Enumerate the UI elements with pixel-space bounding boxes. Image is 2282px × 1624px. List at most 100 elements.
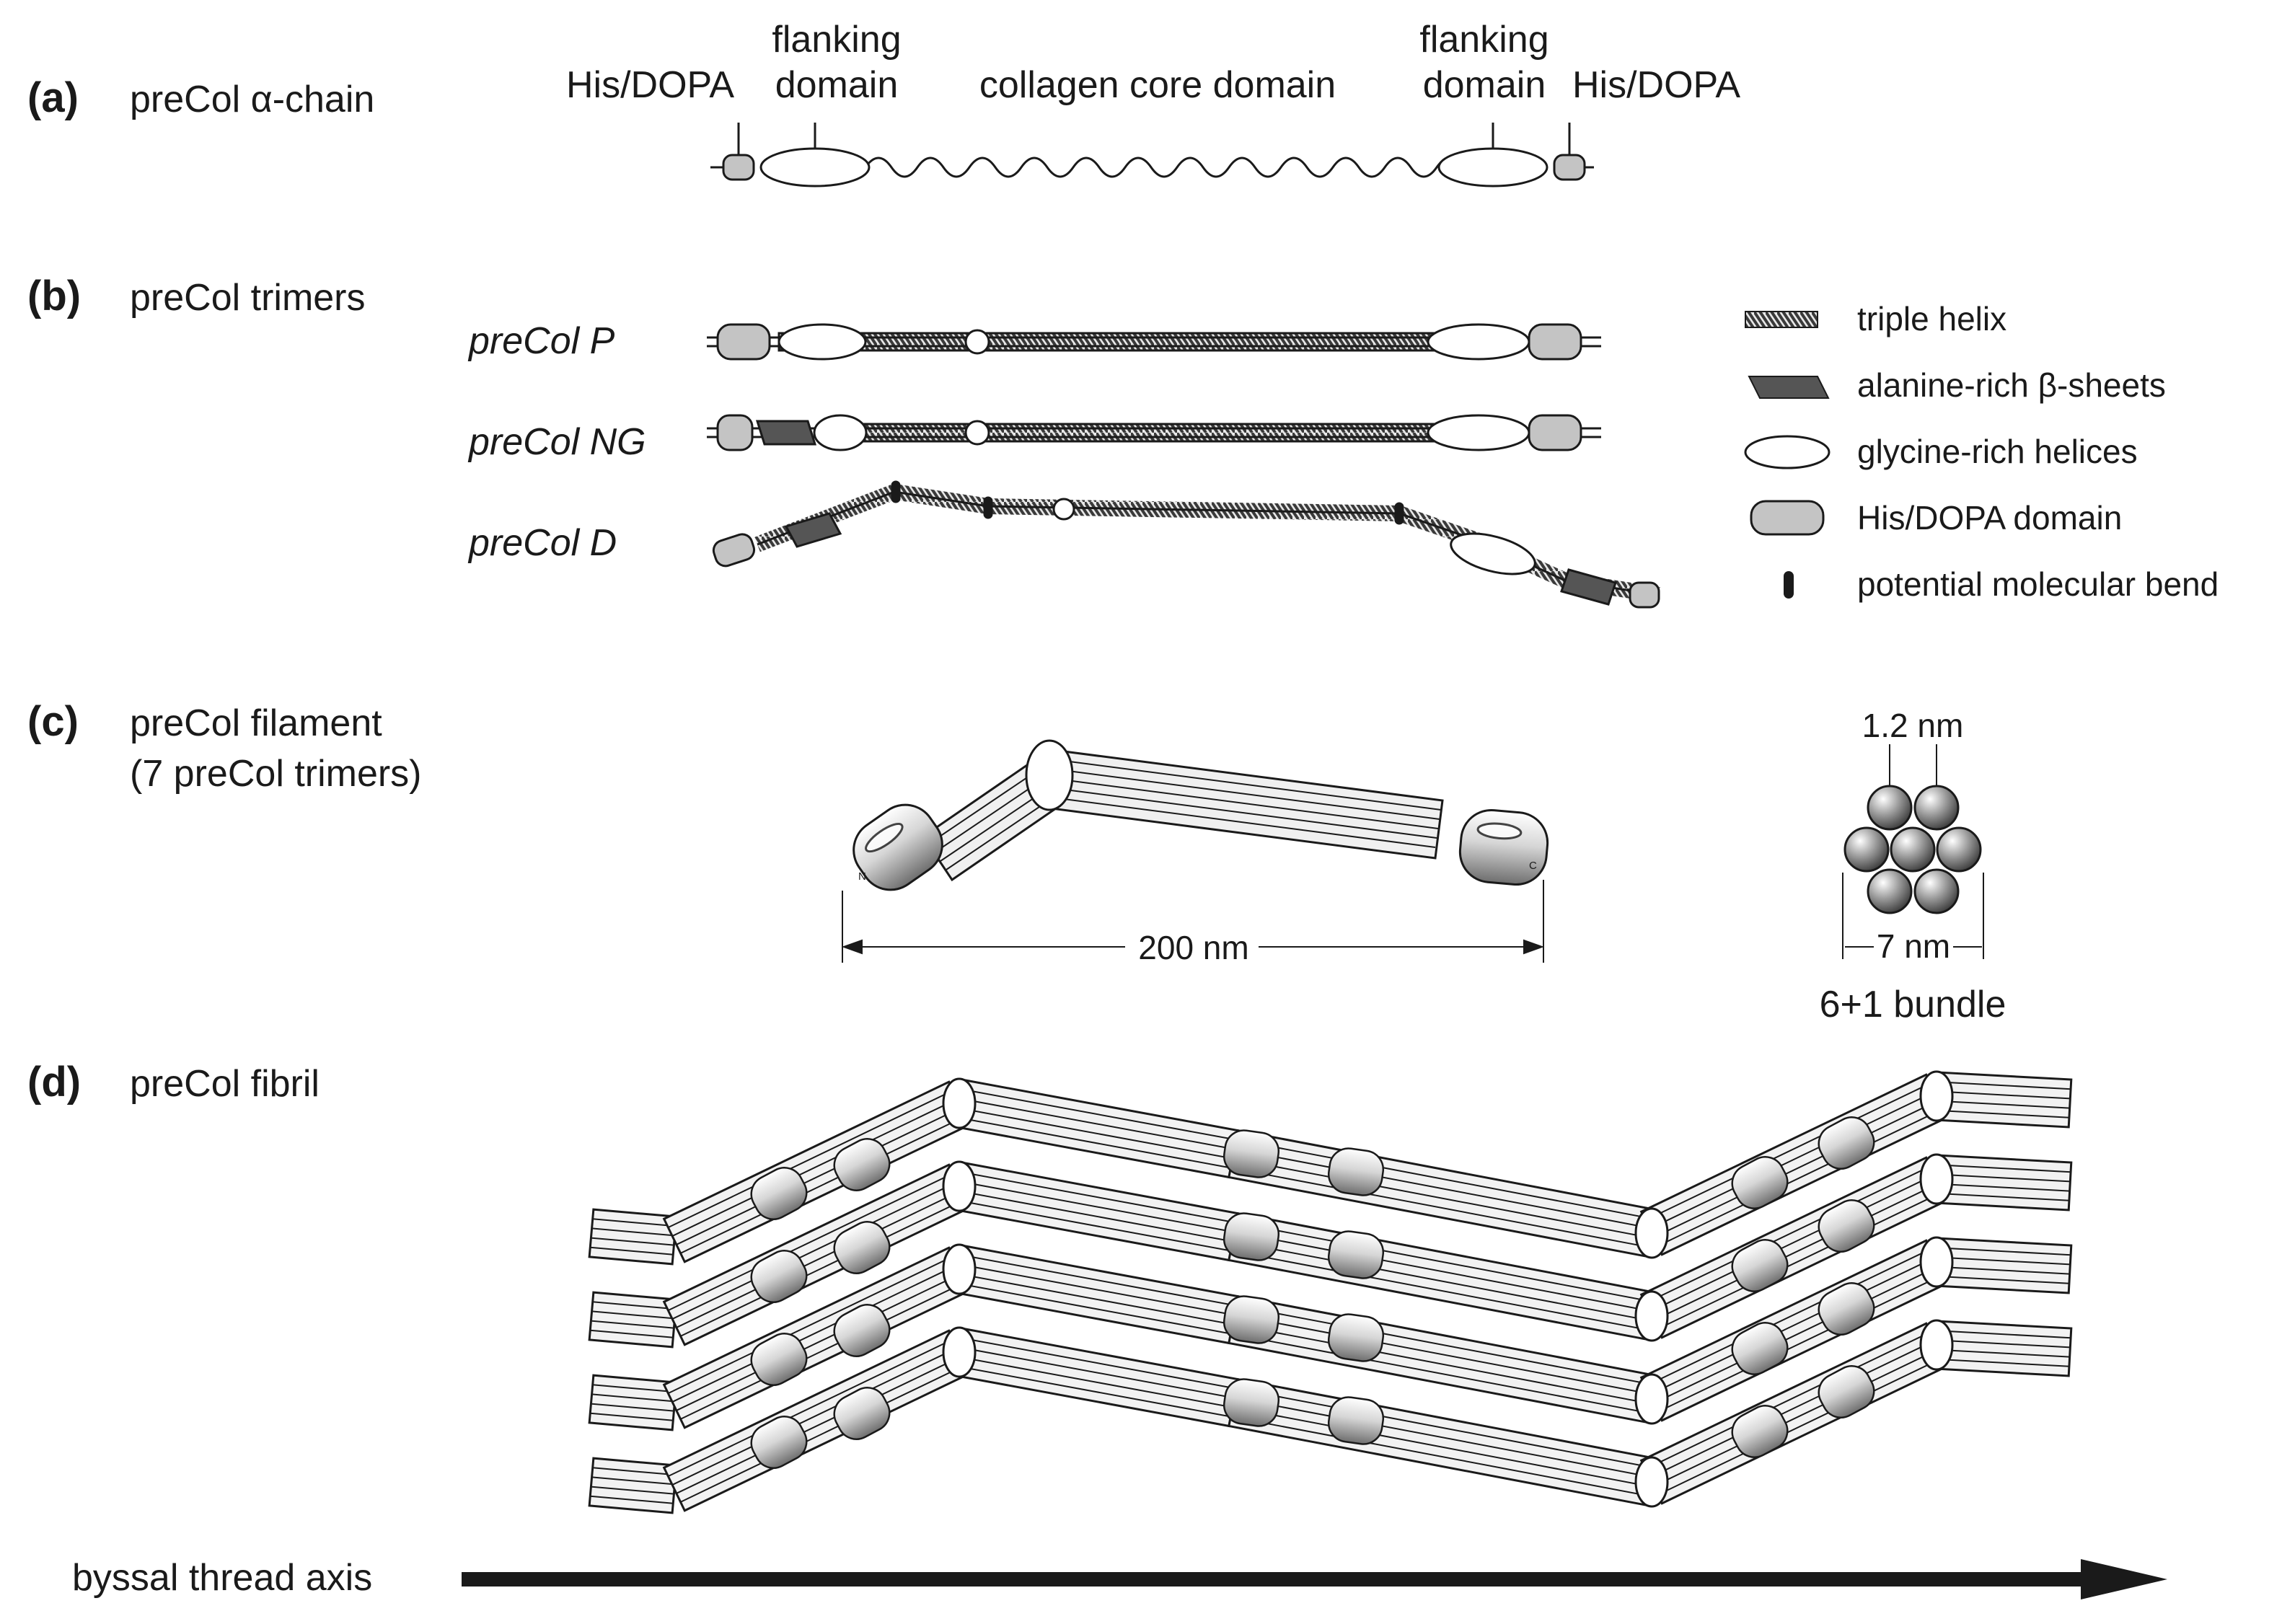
- legend-item-molecular-bend: potential molecular bend: [1784, 565, 2219, 603]
- fibril-strand: [1937, 1173, 2071, 1183]
- fibril-rod: [1934, 1154, 2073, 1212]
- label-flanking-right-1: flanking: [1419, 19, 1548, 61]
- fibril-domain-cap: [1818, 1116, 1875, 1170]
- fibril-strand: [676, 1190, 962, 1328]
- fibril-strand: [591, 1393, 675, 1403]
- fibril-strand: [591, 1486, 674, 1495]
- fibril-strand: [1649, 1091, 1935, 1230]
- fibril-strand: [680, 1115, 966, 1254]
- fibril-strand: [1649, 1257, 1935, 1395]
- panel-d: (d) preCol fibril: [27, 1059, 2073, 1514]
- fibril-strand: [1937, 1330, 2071, 1339]
- fibril-strand: [1653, 1100, 1939, 1238]
- precol-fibril: [588, 1070, 2073, 1514]
- fibril-strand: [590, 1329, 674, 1338]
- glycine-helix-icon: [1744, 435, 1831, 469]
- cap-body: [1222, 1129, 1280, 1178]
- fibril-rod: [953, 1161, 1239, 1262]
- trimer-label-d: preCol D: [467, 522, 617, 564]
- legend-label-beta-sheets: alanine-rich β-sheets: [1857, 366, 2166, 404]
- fibril-strand: [1230, 1250, 1649, 1331]
- fibril-strand: [592, 1384, 676, 1393]
- cap-body: [833, 1221, 891, 1274]
- panel-b: (b) preCol trimers preCol P preCol NG pr…: [27, 273, 2219, 609]
- legend-item-triple-helix: triple helix: [1745, 300, 2006, 337]
- fibril-strand: [591, 1227, 675, 1237]
- fibril-rod: [1934, 1320, 2073, 1377]
- fibril-strand: [1653, 1266, 1939, 1404]
- fibril-strand: [667, 1173, 953, 1312]
- fibril-domain-cap: [750, 1416, 808, 1469]
- core-wave: [864, 156, 1516, 178]
- cap-body: [1327, 1396, 1385, 1445]
- bundle-diameter: 7 nm: [1877, 927, 1950, 965]
- cap-body: [750, 1333, 808, 1386]
- fibril-domain-cap: [750, 1167, 808, 1220]
- fibril-strand: [1649, 1340, 1935, 1478]
- cap-body: [1222, 1212, 1280, 1261]
- cap-body: [1327, 1230, 1385, 1279]
- filament-end-c: C: [1529, 860, 1537, 872]
- cap-body: [1222, 1378, 1280, 1427]
- fibril-rod: [1934, 1071, 2073, 1129]
- fibril-rod: [953, 1327, 1239, 1428]
- trimer-precol-d: [712, 480, 1660, 609]
- cap-body: [1818, 1365, 1875, 1418]
- fibril-strand: [1235, 1305, 1655, 1386]
- fibril-strand: [590, 1495, 674, 1504]
- fibril-strand: [671, 1264, 958, 1403]
- fibril-rod: [588, 1291, 678, 1349]
- trimer-label-p: preCol P: [467, 320, 615, 362]
- fibril-domain-cap: [1731, 1405, 1789, 1458]
- fibril-domain-cap: [1222, 1295, 1280, 1344]
- fibril-strand: [1937, 1090, 2071, 1100]
- fibril-strand: [1657, 1108, 1944, 1247]
- panel-a-letter: (a): [27, 74, 79, 121]
- cap-body: [833, 1304, 891, 1357]
- fibril-strand: [958, 1107, 1233, 1160]
- fibril-row: [588, 1153, 2073, 1349]
- panel-c: (c) preCol filament (7 preCol trimers) N: [27, 698, 2006, 1025]
- fibril-bend: [1634, 1373, 1669, 1425]
- fibril-strand: [1649, 1174, 1935, 1312]
- fibril-strand: [590, 1412, 674, 1421]
- legend: triple helix alanine-rich β-sheets glyci…: [1744, 300, 2219, 603]
- fibril-strand: [1657, 1191, 1944, 1330]
- fibril-strand: [680, 1281, 966, 1420]
- bundle-cross-section: [1842, 744, 1984, 959]
- cap-body: [1818, 1199, 1875, 1253]
- fibril-strand: [1232, 1157, 1651, 1239]
- fibril-strand: [1230, 1333, 1649, 1414]
- fibril-strand: [960, 1181, 1235, 1233]
- fibril-strand: [1937, 1164, 2071, 1173]
- fibril-strand: [1230, 1416, 1649, 1497]
- fibril-bend: [942, 1243, 977, 1295]
- fibril-strand: [1936, 1266, 2070, 1275]
- fibril-strand: [960, 1346, 1235, 1399]
- fibril-strand: [956, 1116, 1231, 1169]
- label-flanking-left-2: domain: [775, 64, 899, 106]
- fibril-strand: [1234, 1397, 1653, 1478]
- fibril-strand: [1936, 1100, 2070, 1109]
- cap-body: [750, 1167, 808, 1220]
- fibril-strand: [667, 1090, 953, 1229]
- filament-end-n: N: [858, 870, 866, 883]
- fibril-strand: [676, 1356, 962, 1494]
- fibril-rod: [588, 1208, 678, 1266]
- fibril-strand: [671, 1347, 958, 1486]
- panel-b-title: preCol trimers: [130, 277, 366, 319]
- fibril-strand: [1235, 1139, 1655, 1220]
- label-flanking-right-2: domain: [1423, 64, 1546, 106]
- fibril-domain-cap: [1818, 1282, 1875, 1336]
- legend-label-triple-helix: triple helix: [1857, 300, 2006, 337]
- fibril-strand: [961, 1088, 1236, 1141]
- panel-a: (a) preCol α-chain His/DOPA flanking dom…: [27, 19, 1740, 187]
- fibril-rod: [953, 1078, 1239, 1179]
- fibril-strand: [1657, 1356, 1944, 1496]
- fibril-bend: [1634, 1290, 1669, 1342]
- fibril-domain-cap: [1327, 1147, 1385, 1196]
- fibril-strand: [671, 1181, 958, 1320]
- fibril-row: [588, 1070, 2073, 1266]
- fibril-row: [588, 1236, 2073, 1431]
